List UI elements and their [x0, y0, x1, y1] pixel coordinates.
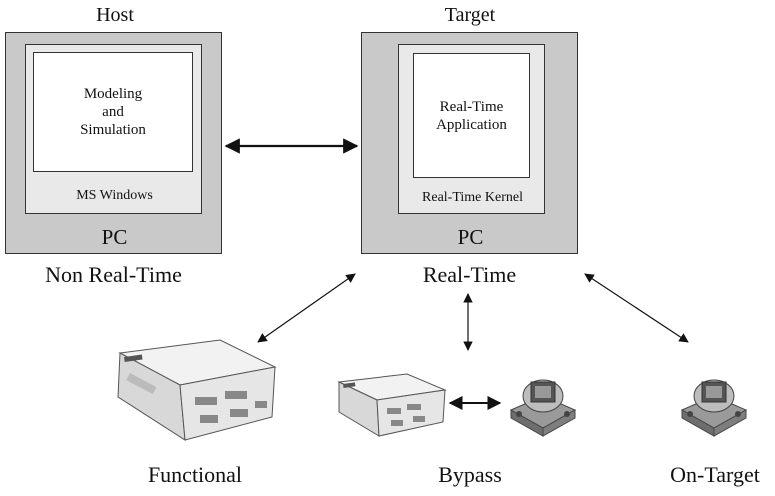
target-caption: Real-Time — [422, 262, 517, 287]
bypass-caption: Bypass — [438, 462, 502, 487]
target-screen-line-1: Real-Time — [439, 98, 504, 115]
realtime-functional-arrow — [257, 273, 356, 343]
host-pc: Modeling and Simulation MS Windows PC — [5, 32, 222, 254]
target-os-label: Real-Time Kernel — [422, 190, 523, 205]
target-pc: Real-Time Application Real-Time Kernel P… — [361, 32, 578, 254]
target-heading: Target — [444, 4, 496, 26]
host-screen: Modeling and Simulation — [33, 52, 193, 172]
target-pc-label: PC — [457, 225, 484, 249]
target-monitor: Real-Time Application Real-Time Kernel — [398, 44, 545, 214]
functional-caption: Functional — [147, 462, 243, 487]
bypass-target-board-image — [509, 379, 577, 437]
host-screen-line-3: Simulation — [80, 122, 146, 138]
host-heading: Host — [96, 4, 134, 26]
realtime-ontarget-arrow — [584, 273, 689, 343]
functional-io-box-image — [117, 339, 277, 441]
bypass-io-box-image — [337, 373, 447, 437]
host-caption: Non Real-Time — [45, 262, 182, 287]
host-pc-label: PC — [101, 225, 128, 249]
host-os-label: MS Windows — [76, 188, 153, 203]
ontarget-board-image — [680, 379, 748, 437]
target-screen-line-2: Application — [436, 116, 507, 133]
host-screen-line-2: and — [102, 104, 124, 120]
target-screen: Real-Time Application — [413, 53, 530, 178]
host-monitor: Modeling and Simulation MS Windows — [25, 44, 202, 214]
ontarget-caption: On-Target — [670, 462, 760, 487]
host-screen-line-1: Modeling — [83, 86, 143, 102]
